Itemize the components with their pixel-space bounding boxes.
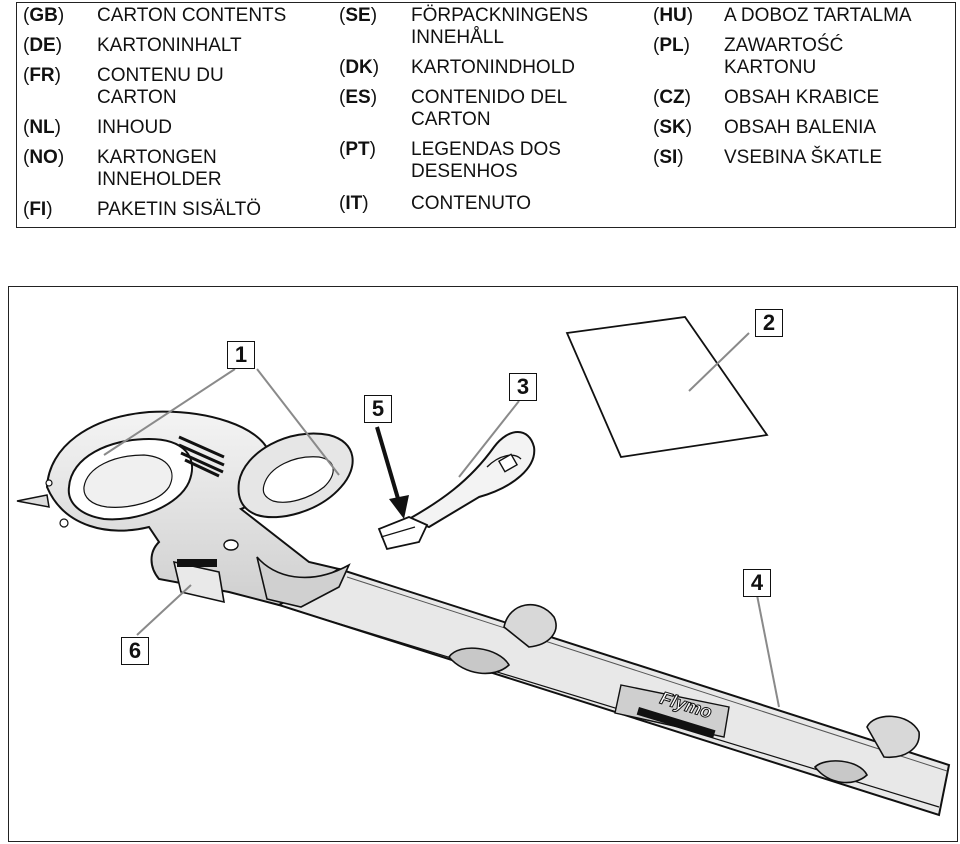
legend-text: A DOBOZ TARTALMA <box>724 5 912 26</box>
legend-text: ZAWARTOŚĆ <box>724 35 844 56</box>
trimmer-body <box>16 410 354 608</box>
legend-text: CONTENU DU <box>97 65 224 86</box>
lang-code: NO <box>29 147 58 168</box>
legend-text: CARTON CONTENTS <box>97 5 287 26</box>
legend-text: KARTONU <box>724 57 817 78</box>
arrow-icon <box>375 426 409 519</box>
legend-text: CARTON <box>97 87 177 108</box>
callout-6: 6 <box>121 637 149 665</box>
lang-code: NL <box>29 117 55 138</box>
legend-text: OBSAH KRABICE <box>724 87 880 108</box>
shoulder-strap <box>377 431 536 551</box>
legend-text: CONTENIDO DEL <box>411 87 568 108</box>
lang-code: SI <box>659 147 678 168</box>
legend-text: KARTONGEN <box>97 147 217 168</box>
hedge-trimmer-illustration: Flymo <box>16 316 951 817</box>
lang-code: CZ <box>659 87 685 108</box>
lang-code: SK <box>659 117 686 138</box>
callout-4: 4 <box>743 569 771 597</box>
lang-code: FR <box>29 65 55 86</box>
legend-text: CARTON <box>411 109 491 130</box>
legend-text: DESENHOS <box>411 161 518 182</box>
lang-code: FI <box>29 199 47 220</box>
legend-text: CONTENUTO <box>411 193 531 214</box>
lang-code: DK <box>345 57 373 78</box>
legend-text: LEGENDAS DOS <box>411 139 561 160</box>
lang-code: ES <box>345 87 371 108</box>
lang-code: PT <box>345 139 370 160</box>
callout-3: 3 <box>509 373 537 401</box>
lang-code: SE <box>345 5 371 26</box>
callout-2: 2 <box>755 309 783 337</box>
legend-text: KARTONINDHOLD <box>411 57 575 78</box>
legend-text: INNEHÅLL <box>411 27 504 48</box>
legend-text: VSEBINA ŠKATLE <box>724 147 883 168</box>
lang-code: DE <box>29 35 56 56</box>
callout-5: 5 <box>364 395 392 423</box>
parts-diagram: Flymo <box>8 286 958 842</box>
lang-code: IT <box>345 193 363 214</box>
instruction-manual-sheet <box>565 316 769 458</box>
lang-code: PL <box>659 35 684 56</box>
legend-text: INHOUD <box>97 117 172 138</box>
leader-lines <box>103 332 780 708</box>
legend-text: KARTONINHALT <box>97 35 242 56</box>
legend-text: INNEHOLDER <box>97 169 222 190</box>
lang-code: HU <box>659 5 687 26</box>
legend-text: FÖRPACKNINGENS <box>411 5 589 26</box>
legend-text: OBSAH BALENIA <box>724 117 877 138</box>
blade-cover: Flymo <box>276 567 951 817</box>
callout-1: 1 <box>227 341 255 369</box>
lang-code: GB <box>29 5 58 26</box>
language-legend: (GB) CARTON CONTENTS (DE) KARTONINHALT (… <box>16 2 956 228</box>
legend-text: PAKETIN SISÄLTÖ <box>97 199 262 220</box>
